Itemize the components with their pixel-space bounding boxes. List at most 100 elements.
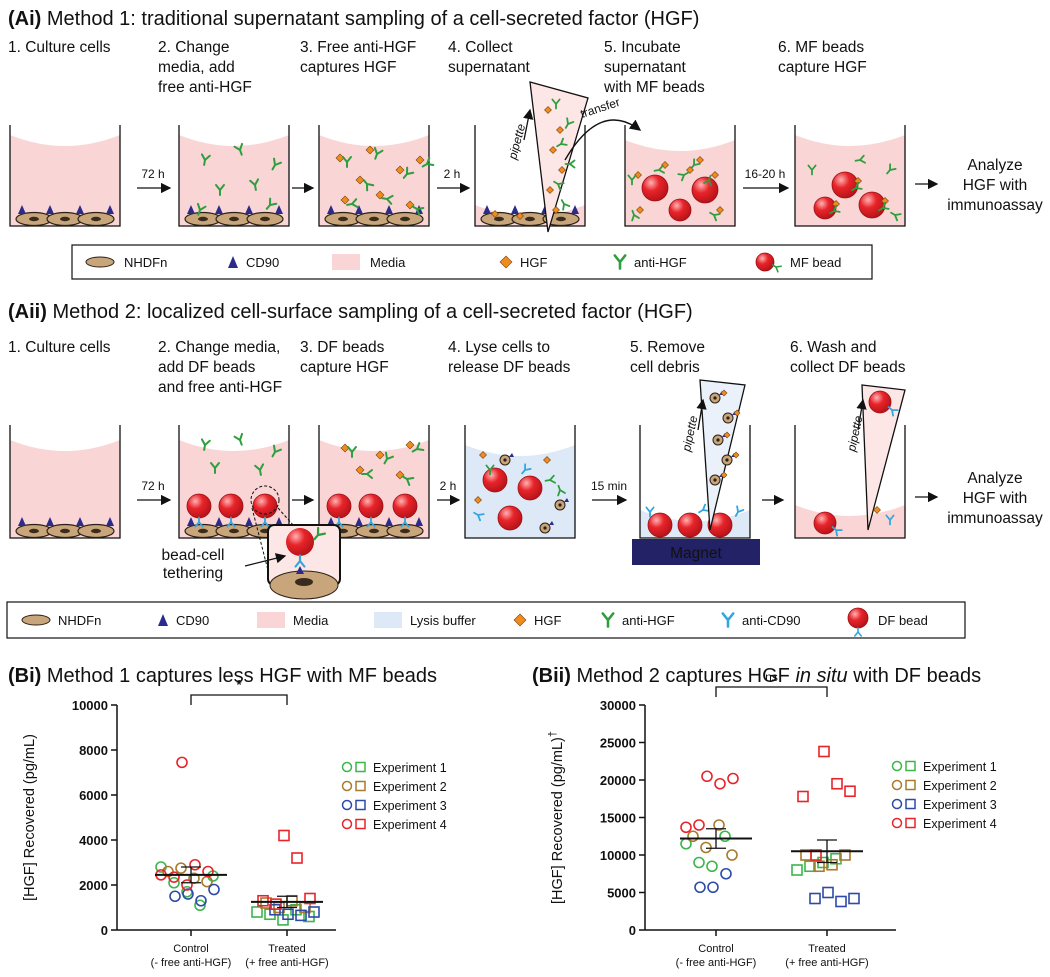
legend-square [355,780,366,792]
cell-debris-icon [709,391,724,404]
analyze-label-line: HGF with [963,177,1028,194]
panel-ai-title: Method 1: traditional supernatant sampli… [47,8,700,30]
legend-label: CD90 [246,255,279,270]
chart-title-part: with DF beads [848,665,981,687]
chart-title: (Bi) Method 1 captures less HGF with MF … [8,665,437,687]
antibody-icon [194,516,204,528]
analyze-label-line: Analyze [967,157,1022,174]
pipette-tip [861,384,906,531]
y-tick-label: 4000 [79,833,108,848]
antibody-icon [851,181,863,192]
arrow-label: 2 h [444,167,461,181]
bead-icon [668,198,692,222]
chart-title-text: Method 1 captures less HGF with MF beads [47,665,437,687]
bead-icon [482,467,508,493]
bead-icon [647,512,673,538]
cd90-marker [187,205,195,214]
treated-point [844,785,856,798]
treated-point [804,860,816,873]
legend-label: Experiment 1 [373,761,447,775]
legend-square [905,817,916,829]
antibody-icon [215,184,225,196]
treated-point [818,745,830,758]
y-tick-label: 25000 [600,736,636,751]
culture-well [624,125,736,227]
legend-media [257,612,285,628]
treated-point [308,906,320,918]
hgf-icon [720,471,728,479]
legend-label: Experiment 3 [373,799,447,813]
step-label-line: capture HGF [300,359,389,376]
significance-bracket [715,686,828,697]
antibody-icon [703,174,712,187]
antibody-icon [346,198,359,209]
step-label-line: media, add [158,59,235,76]
hgf-icon [516,212,524,220]
y-tick-label: 0 [629,923,636,938]
step-label-line: supernatant [604,59,687,76]
x-tick-label-line: Control [698,943,733,955]
legend-label: Experiment 2 [373,780,447,794]
antibody-icon [627,174,637,186]
well-liquid [319,440,429,538]
hgf-icon [552,206,560,214]
cd90-marker [275,517,283,526]
bead-icon [755,252,775,272]
well-wall [464,425,576,539]
nhdfn-cell [215,523,253,539]
bead-icon [813,511,837,535]
panel-ai-wells: pipette [9,81,906,233]
legend-circle [341,799,353,811]
culture-well [9,125,121,227]
hgf-icon [634,171,642,179]
legend-label: CD90 [176,613,209,628]
control-point [713,819,725,831]
x-tick-label-line: Treated [808,943,846,955]
antibody-icon [677,171,689,182]
cd90-marker [215,517,223,526]
antibody-icon [601,612,615,628]
well-wall [624,125,736,227]
control-point [168,876,180,889]
pipette-arrow [856,398,867,431]
legend-circle [341,818,353,830]
svg-text:(Aii) Method 2: localized cell: (Aii) Method 2: localized cell-surface s… [8,301,693,323]
bead-icon [813,196,837,220]
antibody-icon [254,463,265,476]
antibody-icon [473,511,485,522]
antibody-icon [347,446,357,458]
antibody-icon [771,264,782,273]
y-axis-label: [HGF] Recovered (pg/mL) [22,734,38,901]
step-label-line: captures HGF [300,59,396,76]
panel-aii-title: Method 2: localized cell-surface samplin… [52,301,692,323]
hgf-icon [558,166,566,174]
control-point [707,881,719,894]
cd90-marker [187,517,195,526]
hgf-icon [513,613,527,627]
x-tick-label-line: (+ free anti-HGF) [245,957,328,969]
hgf-icon [491,210,499,218]
hgf-icon [340,195,350,205]
treated-point [830,852,842,865]
tether-label-line: tethering [163,565,223,582]
antibody-icon [885,514,895,526]
antibody-icon [854,154,866,164]
antibody-icon [271,157,282,171]
control-point [714,777,726,790]
legend-label: Experiment 2 [923,779,997,793]
antibody-icon [196,202,207,216]
antibody-icon [271,444,282,458]
y-tick-label: 8000 [79,743,108,758]
culture-well [318,425,430,539]
treated-point [304,892,316,905]
antibody-icon [313,526,327,541]
control-point [194,899,206,912]
hgf-icon [375,450,385,460]
legend-label: MF bead [790,255,841,270]
antibody-icon [631,209,640,222]
panel-ai: (Ai) Method 1: traditional supernatant s… [8,8,1043,280]
antibody-icon [886,163,897,175]
hgf-icon [544,106,552,114]
